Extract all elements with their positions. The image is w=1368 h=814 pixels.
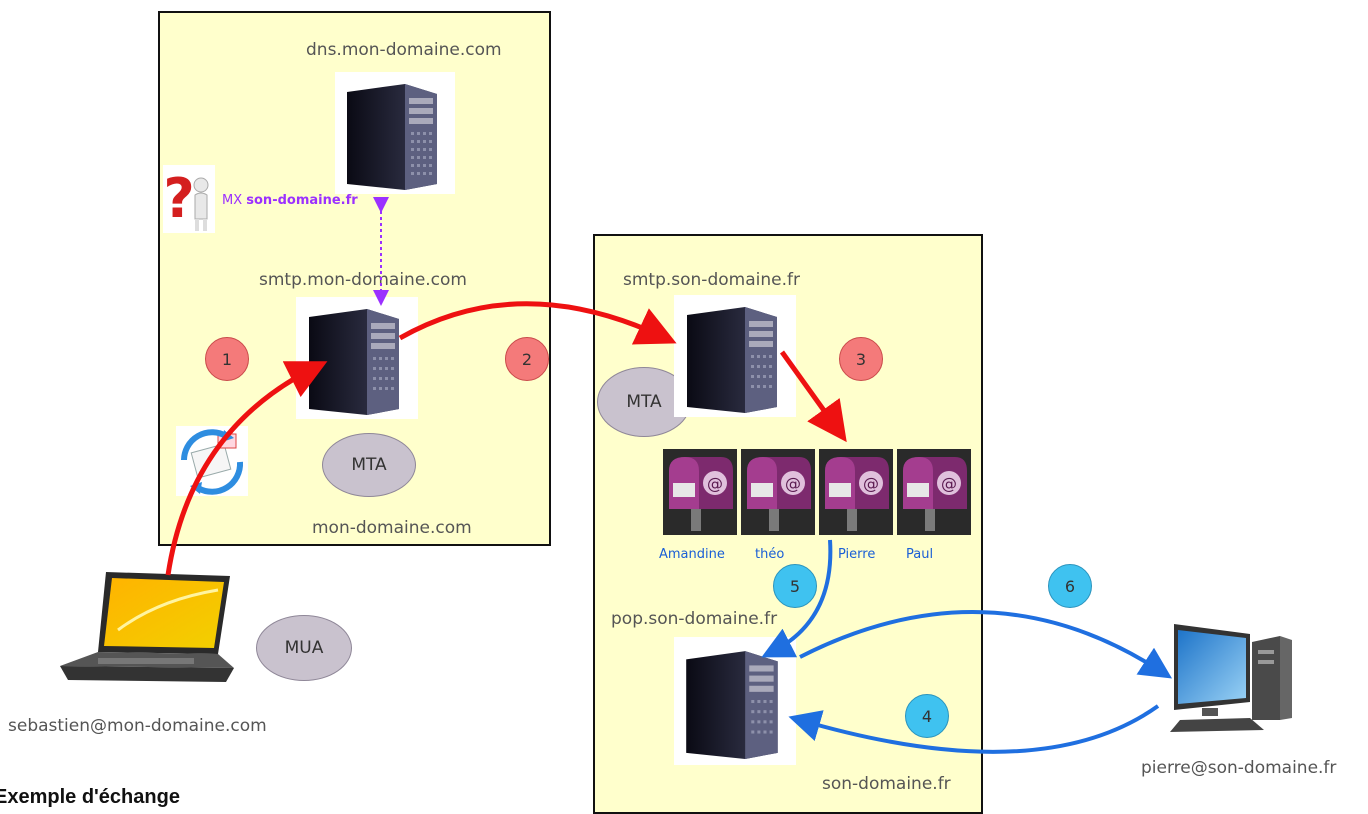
smtp-son-domaine-server-card bbox=[674, 295, 796, 417]
mailbox-name-pierre: Pierre bbox=[838, 547, 876, 562]
mailbox-icon: @ bbox=[825, 457, 889, 531]
mailbox-name-theo: théo bbox=[755, 547, 785, 562]
arrow-pop-to-desktop bbox=[799, 610, 1173, 679]
mon-domaine-name-label: mon-domaine.com bbox=[312, 518, 472, 538]
mailbox-name-paul: Paul bbox=[906, 547, 934, 562]
step-6: 6 bbox=[1048, 564, 1092, 608]
mx-record-label: MX son-domaine.fr bbox=[222, 193, 358, 208]
step-1: 1 bbox=[205, 337, 249, 381]
mx-target: son-domaine.fr bbox=[246, 193, 358, 208]
mailbox-name-amandine: Amandine bbox=[659, 547, 725, 562]
mx-prefix: MX bbox=[222, 193, 243, 208]
server-icon bbox=[686, 651, 778, 759]
arrow-mailbox-to-pop bbox=[761, 539, 833, 658]
server-icon bbox=[687, 307, 777, 413]
question-mark-icon: ? bbox=[163, 165, 215, 233]
arrow-desktop-to-pop bbox=[788, 704, 1160, 754]
smtp-son-domaine-label: smtp.son-domaine.fr bbox=[623, 270, 800, 290]
smtp-mon-domaine-label: smtp.mon-domaine.com bbox=[259, 270, 467, 290]
svg-text:?: ? bbox=[163, 167, 194, 230]
dns-host-label: dns.mon-domaine.com bbox=[306, 40, 502, 60]
pop-server-card bbox=[674, 637, 796, 765]
son-domaine-name-label: son-domaine.fr bbox=[822, 774, 951, 794]
server-icon bbox=[347, 84, 437, 190]
step-5: 5 bbox=[773, 564, 817, 608]
step-2: 2 bbox=[505, 337, 549, 381]
step-3: 3 bbox=[839, 337, 883, 381]
mailbox-icon: @ bbox=[903, 457, 967, 531]
arrow-smtp-to-mailbox bbox=[779, 350, 847, 443]
step-4: 4 bbox=[905, 694, 949, 738]
mailbox-paul: @ bbox=[897, 449, 971, 535]
desktop-computer-icon bbox=[1160, 620, 1310, 735]
svg-text:@: @ bbox=[863, 474, 879, 493]
mta-ellipse-mon-domaine: MTA bbox=[322, 433, 416, 497]
laptop-icon bbox=[58, 570, 236, 690]
mailbox-icon: @ bbox=[747, 457, 811, 531]
mua-ellipse: MUA bbox=[256, 615, 352, 681]
svg-text:@: @ bbox=[707, 474, 723, 493]
mailbox-pierre: @ bbox=[819, 449, 893, 535]
svg-text:@: @ bbox=[785, 474, 801, 493]
mailbox-theo: @ bbox=[741, 449, 815, 535]
recipient-address: pierre@son-domaine.fr bbox=[1141, 758, 1337, 778]
sender-address: sebastien@mon-domaine.com bbox=[8, 716, 267, 736]
arrow-laptop-to-smtp bbox=[165, 361, 328, 576]
smtp-mon-domaine-server-card bbox=[296, 297, 418, 419]
server-icon bbox=[309, 309, 399, 415]
dns-server-card bbox=[335, 72, 455, 194]
mailbox-amandine: @ bbox=[663, 449, 737, 535]
footer-heading: Exemple d'échange bbox=[0, 786, 180, 808]
pop-son-domaine-label: pop.son-domaine.fr bbox=[611, 609, 778, 629]
svg-text:@: @ bbox=[941, 474, 957, 493]
mailbox-icon: @ bbox=[669, 457, 733, 531]
arrow-smtp-to-smtp bbox=[398, 301, 677, 345]
